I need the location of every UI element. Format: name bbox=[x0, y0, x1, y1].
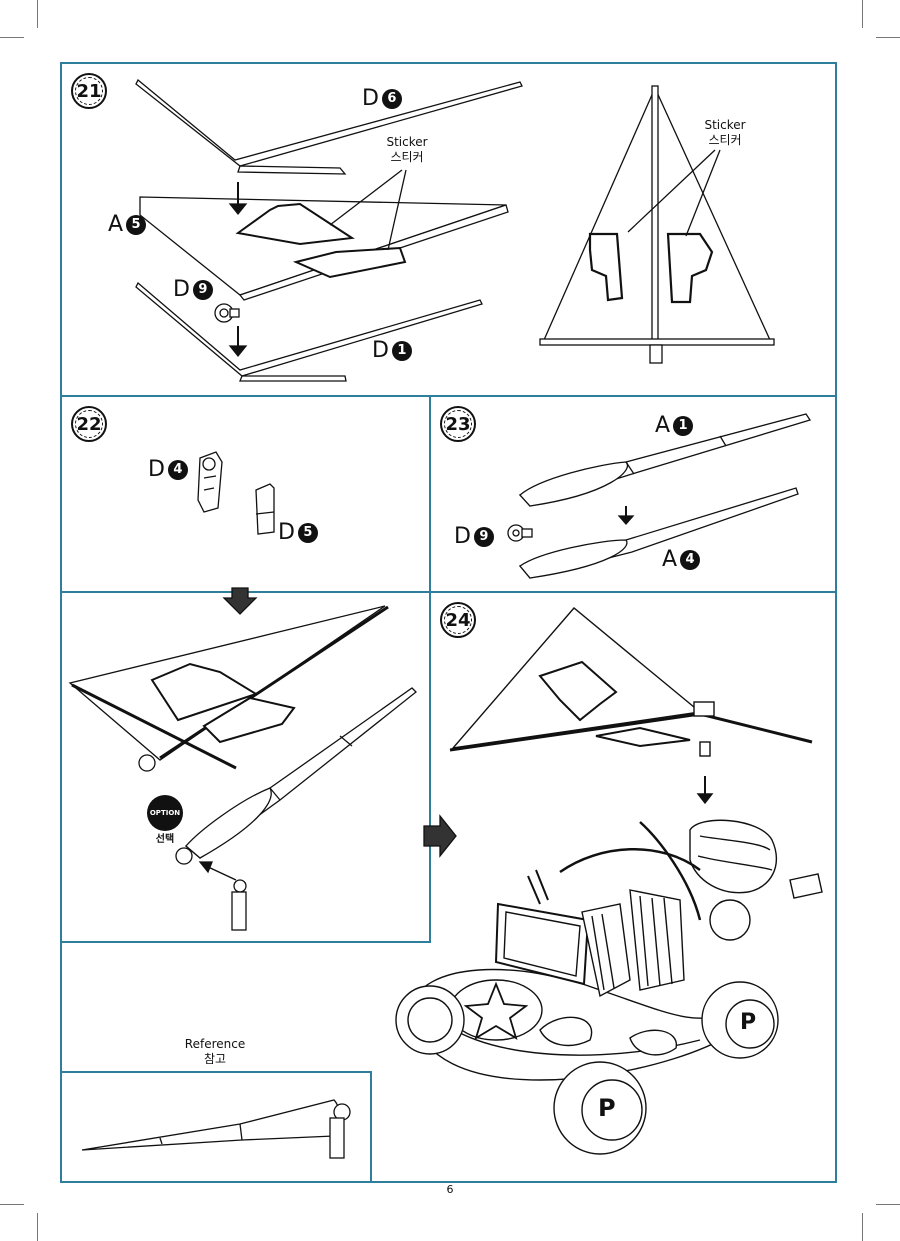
part-letter: D bbox=[454, 524, 471, 549]
part-letter: D bbox=[173, 277, 190, 302]
step-number-badge: 24 bbox=[440, 602, 476, 638]
part-label-d4: D 4 bbox=[148, 457, 188, 482]
part-letter: D bbox=[148, 457, 165, 482]
instruction-page-frame bbox=[60, 62, 837, 1183]
part-label-a4: A 4 bbox=[662, 547, 701, 572]
divider bbox=[429, 591, 431, 943]
step-number-badge: 21 bbox=[71, 73, 107, 109]
crop-mark bbox=[876, 1204, 900, 1205]
part-number: 9 bbox=[473, 526, 494, 547]
sticker-note-en: Sticker bbox=[386, 135, 428, 149]
reference-note-en: Reference bbox=[184, 1037, 246, 1051]
mast-halves-illustration bbox=[507, 413, 812, 579]
part-label-d6: D 6 bbox=[362, 86, 402, 111]
part-number: 1 bbox=[391, 340, 412, 361]
part-label-a1: A 1 bbox=[655, 413, 694, 438]
part-label-d9: D 9 bbox=[173, 277, 213, 302]
divider bbox=[60, 395, 837, 397]
part-number: 6 bbox=[381, 88, 402, 109]
sail-exploded-illustration bbox=[135, 78, 775, 382]
step-number-badge: 23 bbox=[440, 406, 476, 442]
umbrella-reference-illustration bbox=[81, 1099, 351, 1159]
page-number: 6 bbox=[446, 1183, 454, 1196]
part-letter: D bbox=[278, 520, 295, 545]
sticker-note-ko: 스티커 bbox=[708, 133, 742, 147]
part-number: 9 bbox=[192, 279, 213, 300]
crop-mark bbox=[0, 37, 24, 38]
crop-mark bbox=[0, 1204, 24, 1205]
part-label-d1: D 1 bbox=[372, 338, 412, 363]
reference-frame bbox=[60, 1071, 372, 1183]
part-number: 4 bbox=[167, 459, 188, 480]
crop-mark bbox=[862, 0, 863, 28]
option-badge: OPTION bbox=[147, 795, 183, 831]
reference-note: Reference 참고 bbox=[175, 1037, 255, 1067]
crop-mark bbox=[37, 1213, 38, 1241]
wheel-p-mark: P bbox=[740, 1010, 757, 1035]
mast-parts-illustration bbox=[68, 451, 457, 931]
part-label-a5: A 5 bbox=[108, 212, 147, 237]
crop-mark bbox=[862, 1213, 863, 1241]
part-number: 4 bbox=[680, 549, 701, 570]
option-note-ko: 선택 bbox=[155, 834, 175, 845]
part-number: 5 bbox=[126, 214, 147, 235]
part-number: 5 bbox=[297, 522, 318, 543]
crop-mark bbox=[37, 0, 38, 28]
part-label-d9: D 9 bbox=[454, 524, 494, 549]
sticker-note-en: Sticker bbox=[704, 118, 746, 132]
divider bbox=[60, 591, 837, 593]
part-letter: A bbox=[655, 413, 671, 438]
divider bbox=[429, 395, 431, 595]
part-letter: D bbox=[372, 338, 389, 363]
crop-mark bbox=[876, 37, 900, 38]
part-number: 1 bbox=[673, 415, 694, 436]
part-letter: A bbox=[662, 547, 678, 572]
reference-note-ko: 참고 bbox=[203, 1052, 227, 1066]
wheel-p-mark: P bbox=[598, 1094, 616, 1122]
part-letter: D bbox=[362, 86, 379, 111]
sticker-note: Sticker 스티커 bbox=[382, 135, 432, 165]
divider bbox=[60, 941, 431, 943]
part-label-d5: D 5 bbox=[278, 520, 318, 545]
kart-assembly-illustration bbox=[395, 607, 823, 1155]
part-letter: A bbox=[108, 212, 124, 237]
step-number-badge: 22 bbox=[71, 406, 107, 442]
sticker-note-right: Sticker 스티커 bbox=[700, 118, 750, 148]
sticker-note-ko: 스티커 bbox=[390, 150, 424, 164]
